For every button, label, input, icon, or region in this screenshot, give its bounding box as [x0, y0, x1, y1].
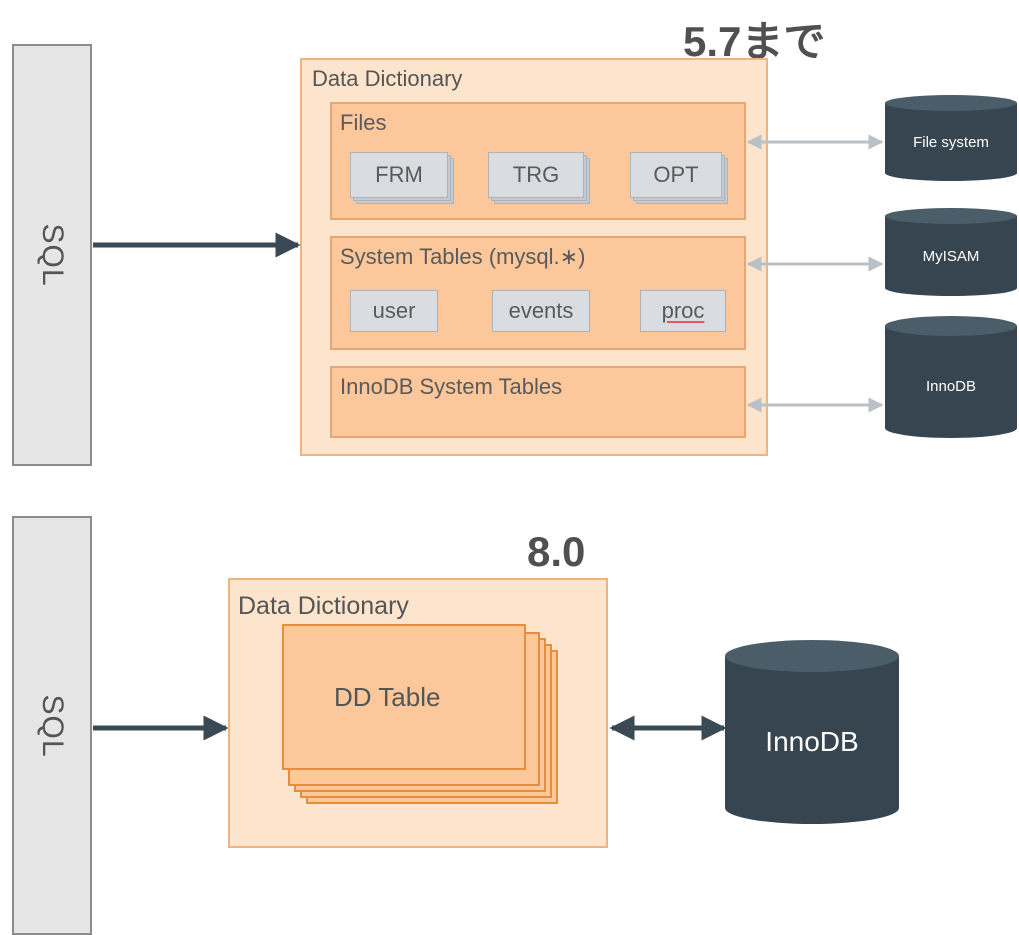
storage-label-innodb-bottom: InnoDB [765, 726, 859, 757]
innodb-cylinder-icon-top [885, 316, 1017, 438]
proc-label: proc [661, 298, 705, 323]
dd-title-bottom: Data Dictionary [238, 592, 409, 620]
filesystem-cylinder-icon [885, 95, 1017, 181]
data-dictionary-bottom: Data Dictionary DD Table [228, 578, 608, 848]
sql-bar-top: SQL [12, 44, 92, 466]
storage-label-filesystem: File system [913, 134, 989, 151]
file-item-frm: FRM [350, 152, 448, 198]
dd-table-sheet: DD Table [282, 624, 526, 770]
innodb-cylinder-icon-bottom [725, 640, 899, 824]
dd-title-top: Data Dictionary [312, 66, 463, 91]
files-title: Files [340, 110, 387, 135]
file-item-opt: OPT [630, 152, 722, 198]
innodb-system-tables-title: InnoDB System Tables [340, 374, 563, 399]
storage-label-innodb-top: InnoDB [925, 378, 977, 395]
table-item-events: events [492, 290, 590, 332]
storage-label-myisam: MyISAM [922, 248, 980, 265]
files-group: Files FRM TRG OPT [330, 102, 746, 220]
table-item-proc: proc [640, 290, 726, 332]
system-tables-group: System Tables (mysql.∗) user events proc [330, 236, 746, 350]
myisam-cylinder-icon [885, 208, 1017, 296]
sql-bar-bottom: SQL [12, 516, 92, 935]
system-tables-title: System Tables (mysql.∗) [340, 244, 586, 269]
innodb-system-tables-group: InnoDB System Tables [330, 366, 746, 438]
data-dictionary-top: Data Dictionary Files FRM TRG OPT System… [300, 58, 768, 456]
dd-table-label: DD Table [334, 682, 441, 712]
version-heading-57: 5.7まで [683, 18, 826, 65]
file-item-trg: TRG [488, 152, 584, 198]
version-heading-80: 8.0 [527, 528, 586, 575]
table-item-user: user [350, 290, 438, 332]
